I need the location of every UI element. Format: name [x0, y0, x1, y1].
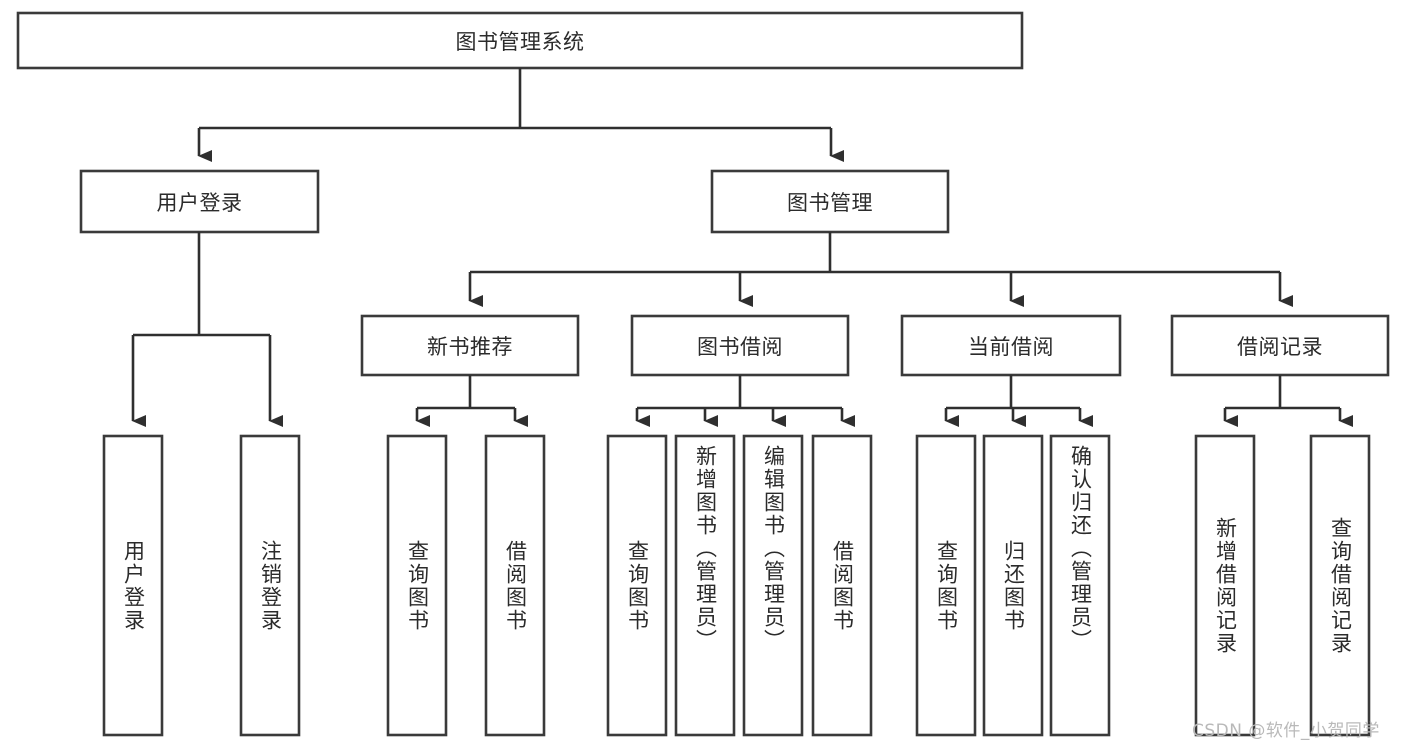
- leaf-box-query-borrow-record[interactable]: [1309, 434, 1371, 737]
- leaf-box-query-book-borrow[interactable]: [606, 434, 668, 737]
- node-box-current-borrow[interactable]: [900, 314, 1122, 377]
- leaf-box-return-book[interactable]: [982, 434, 1044, 737]
- leaf-box-borrow-book[interactable]: [811, 434, 873, 737]
- leaf-box-edit-book-admin[interactable]: [742, 434, 804, 737]
- node-box-borrow-record[interactable]: [1170, 314, 1390, 377]
- node-box-root[interactable]: [16, 11, 1024, 70]
- node-box-new-book-recommend[interactable]: [360, 314, 580, 377]
- leaf-box-user-login[interactable]: [102, 434, 164, 737]
- node-box-user-login[interactable]: [79, 169, 320, 234]
- leaf-box-borrow-book-recommend[interactable]: [484, 434, 546, 737]
- node-box-book-borrow[interactable]: [630, 314, 850, 377]
- leaf-box-user-logout[interactable]: [239, 434, 301, 737]
- leaf-box-confirm-return-admin[interactable]: [1049, 434, 1111, 737]
- leaf-box-query-book-recommend[interactable]: [386, 434, 448, 737]
- leaf-box-query-book-current[interactable]: [915, 434, 977, 737]
- leaf-box-add-borrow-record[interactable]: [1194, 434, 1256, 737]
- node-box-book-management[interactable]: [710, 169, 950, 234]
- leaf-box-add-book-admin[interactable]: [674, 434, 736, 737]
